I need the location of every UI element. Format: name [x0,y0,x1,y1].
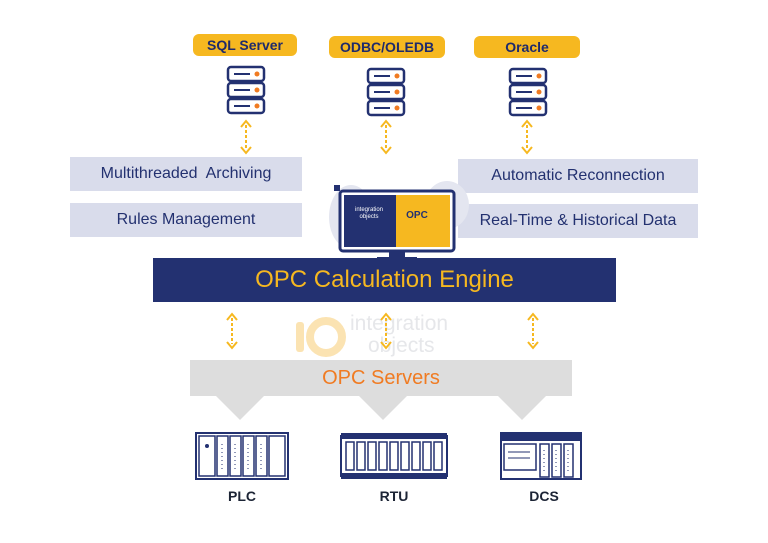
dcs-icon [500,432,582,480]
bidirectional-arrow-icon [380,312,392,350]
bidirectional-arrow-icon [521,119,533,155]
watermark-text-top: integration [350,312,449,335]
feature-rules-management: Rules Management [70,203,302,237]
bidirectional-arrow-icon [380,119,392,155]
database-icon [366,67,406,117]
feature-automatic-reconnection: Automatic Reconnection [458,159,698,193]
bidirectional-arrow-icon [527,312,539,350]
feature-realtime-historical-data: Real-Time & Historical Data [458,204,698,238]
monitor-logo-right: OPC [406,210,428,221]
integration-objects-watermark: integration objects [292,308,492,368]
database-icon [226,65,266,115]
sql-server-label: SQL Server [193,34,297,56]
oracle-label: Oracle [474,36,580,58]
opc-servers: OPC Servers [190,360,572,396]
monitor-icon [329,181,469,260]
server-pointer [358,395,408,420]
server-pointer [215,395,265,420]
plc-label: PLC [228,488,256,504]
watermark-text-bottom: objects [368,334,435,357]
rtu-label: RTU [379,488,409,504]
bidirectional-arrow-icon [240,119,252,155]
database-icon [508,67,548,117]
opc-calculation-engine: OPC Calculation Engine [153,258,616,302]
odbc-oledb-label: ODBC/OLEDB [329,36,445,58]
server-pointer [497,395,547,420]
dcs-label: DCS [529,488,559,504]
plc-icon [195,432,289,480]
bidirectional-arrow-icon [226,312,238,350]
feature-multithreaded-archiving: Multithreaded Archiving [70,157,302,191]
monitor-logo-left: integration objects [354,207,384,220]
rtu-icon [340,433,448,479]
